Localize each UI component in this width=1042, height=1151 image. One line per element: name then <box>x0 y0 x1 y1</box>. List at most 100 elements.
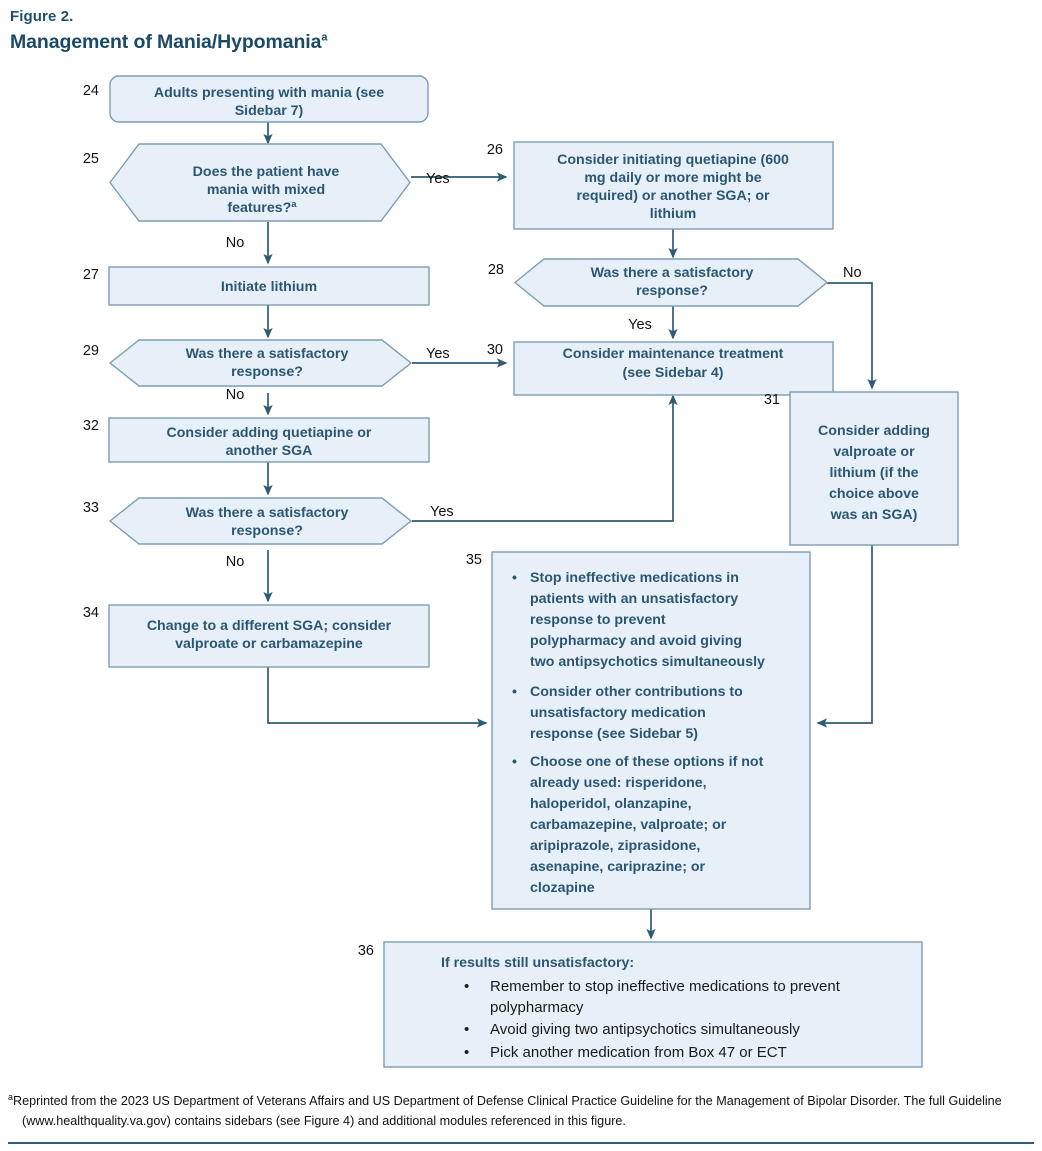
node-35-bullet-1-marker: • <box>512 684 517 700</box>
footnote-line-1: Reprinted from the 2023 US Department of… <box>13 1094 945 1108</box>
node-35-bullet-2-line-3: carbamazepine, valproate; or <box>530 817 727 833</box>
node-29[interactable]: 29 Was there a satisfactory response? <box>83 339 413 387</box>
node-28-shape[interactable] <box>513 258 829 307</box>
edge-33-yes-to-30 <box>412 394 678 522</box>
node-30-number: 30 <box>487 342 503 358</box>
node-30-line-0: Consider maintenance treatment <box>563 346 784 362</box>
edge-label-28-yes: Yes <box>628 317 652 333</box>
figure-title-superscript: a <box>321 31 328 44</box>
node-36-number: 36 <box>358 943 374 959</box>
node-32-number: 32 <box>83 418 99 434</box>
node-32-line-0: Consider adding quetiapine or <box>167 425 372 441</box>
node-32[interactable]: 32 Consider adding quetiapine or another… <box>83 417 430 463</box>
node-35-bullet-0-line-1: patients with an unsatisfactory <box>530 591 738 607</box>
edge-label-28-no: No <box>843 265 862 281</box>
edge-label-29-yes: Yes <box>426 346 450 362</box>
node-35-bullet-0-line-2: response to prevent <box>530 612 666 628</box>
node-35-shape[interactable] <box>491 551 811 910</box>
node-31[interactable]: 31 Consider adding valproate or lithium … <box>764 391 959 546</box>
footnote-superscript: a <box>8 1091 14 1102</box>
node-30[interactable]: 30 Consider maintenance treatment (see S… <box>487 341 834 396</box>
node-35-bullet-2-line-1: already used: risperidone, <box>530 775 707 791</box>
node-26-line-2: required) or another SGA; or <box>576 188 770 204</box>
node-31-number: 31 <box>764 392 780 408</box>
node-35-bullet-2-line-6: clozapine <box>530 880 595 896</box>
node-36-bullet-0-marker: • <box>464 978 469 995</box>
node-31-shape[interactable] <box>789 391 959 546</box>
node-27[interactable]: 27 Initiate lithium <box>83 266 430 306</box>
edge-label-25-yes: Yes <box>426 171 450 187</box>
node-32-line-1: another SGA <box>226 443 313 459</box>
footnote-line-2: Guideline (www.healthquality.va.gov) con… <box>22 1094 1002 1128</box>
node-27-line-0: Initiate lithium <box>221 279 317 295</box>
edge-label-33-yes: Yes <box>430 504 454 520</box>
node-29-line-0: Was there a satisfactory <box>186 346 349 362</box>
node-35-bullet-0-marker: • <box>512 570 517 586</box>
node-34-shape[interactable] <box>108 604 430 668</box>
edge-28-no-to-31 <box>827 282 877 390</box>
node-35-bullet-2-line-2: haloperidol, olanzapine, <box>530 796 692 812</box>
node-26-line-0: Consider initiating quetiapine (600 <box>557 152 789 168</box>
node-24-number: 24 <box>83 83 99 99</box>
node-29-number: 29 <box>83 343 99 359</box>
node-35-bullet-2-line-4: aripiprazole, ziprasidone, <box>530 838 700 854</box>
node-36[interactable]: 36 If results still unsatisfactory: • Re… <box>358 941 923 1068</box>
node-26-shape[interactable] <box>513 141 834 230</box>
node-34[interactable]: 34 Change to a different SGA; consider v… <box>83 604 430 668</box>
node-25-shape[interactable] <box>109 143 411 222</box>
node-33-line-0: Was there a satisfactory <box>186 505 349 521</box>
node-31-line-2: lithium (if the <box>829 465 918 481</box>
node-30-line-1: (see Sidebar 4) <box>623 365 724 381</box>
node-35-bullet-0-line-0: Stop ineffective medications in <box>530 570 739 586</box>
node-28-line-0: Was there a satisfactory <box>591 265 754 281</box>
node-32-shape[interactable] <box>108 417 430 463</box>
node-26[interactable]: 26 Consider initiating quetiapine (600 m… <box>487 141 834 230</box>
node-36-bullet-2-marker: • <box>464 1044 469 1061</box>
edge-label-29-no: No <box>226 387 245 403</box>
flowchart-canvas: Yes No No Yes Yes No Yes No 24 Adults pr… <box>83 75 959 1068</box>
node-26-line-3: lithium <box>650 206 697 222</box>
node-27-shape[interactable] <box>108 266 430 306</box>
node-35-bullet-2-marker: • <box>512 754 517 770</box>
node-31-line-0: Consider adding <box>818 423 930 439</box>
node-27-number: 27 <box>83 267 99 283</box>
footnote-text: aReprinted from the 2023 US Department o… <box>8 1092 1034 1131</box>
node-35-bullet-1-line-2: response (see Sidebar 5) <box>530 726 698 742</box>
node-36-shape[interactable] <box>383 941 923 1068</box>
node-35-bullet-2-line-5: asenapine, cariprazine; or <box>530 859 706 875</box>
node-25-line-2: features?a <box>227 199 297 216</box>
node-33-shape[interactable] <box>108 497 413 545</box>
node-31-line-4: was an SGA) <box>830 507 918 523</box>
node-29-line-1: response? <box>231 364 303 380</box>
footnote-block: aReprinted from the 2023 US Department o… <box>8 1092 1034 1131</box>
node-33-line-1: response? <box>231 523 303 539</box>
node-24-shape[interactable] <box>109 75 429 123</box>
node-34-number: 34 <box>83 605 99 621</box>
node-26-number: 26 <box>487 142 503 158</box>
edge-31-to-35 <box>816 545 873 728</box>
node-25-line-2-text: features? <box>227 200 291 216</box>
node-35-bullet-0-line-3: polypharmacy and avoid giving <box>530 633 742 649</box>
node-28-number: 28 <box>488 262 504 278</box>
node-36-bullet-0-line-1: polypharmacy <box>490 999 584 1016</box>
figure-label: Figure 2. <box>10 8 74 25</box>
node-25[interactable]: 25 Does the patient have mania with mixe… <box>83 143 411 222</box>
node-30-shape[interactable] <box>513 341 834 396</box>
node-28-line-1: response? <box>636 283 708 299</box>
node-33[interactable]: 33 Was there a satisfactory response? <box>83 497 413 545</box>
node-29-shape[interactable] <box>108 339 413 387</box>
bottom-rule <box>8 1142 1034 1144</box>
node-35-bullet-1-line-0: Consider other contributions to <box>530 684 743 700</box>
node-35[interactable]: 35 • Stop ineffective medications in pat… <box>466 551 811 910</box>
node-25-line-0: Does the patient have <box>193 164 340 180</box>
node-25-line-1: mania with mixed <box>207 182 325 198</box>
node-36-bullet-0-line-0: Remember to stop ineffective medications… <box>490 978 841 995</box>
node-36-bullet-1-line-0: Avoid giving two antipsychotics simultan… <box>490 1021 800 1038</box>
node-34-line-0: Change to a different SGA; consider <box>147 618 392 634</box>
node-28[interactable]: 28 Was there a satisfactory response? <box>488 258 829 307</box>
node-36-bullet-1-marker: • <box>464 1021 469 1038</box>
node-25-superscript: a <box>291 199 297 210</box>
node-31-line-1: valproate or <box>833 444 915 460</box>
node-24[interactable]: 24 Adults presenting with mania (see Sid… <box>83 75 429 123</box>
